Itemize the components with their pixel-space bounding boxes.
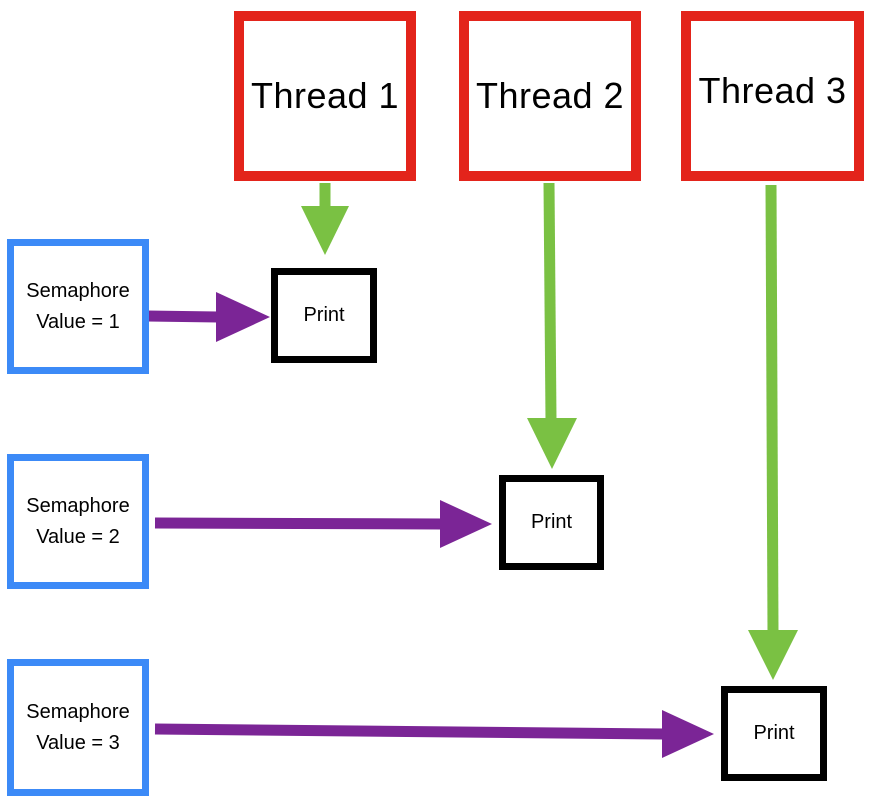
print-1-box: Print [271, 268, 377, 363]
thread-1-arrow [301, 183, 349, 255]
thread-3-arrow [748, 184, 798, 680]
print-3-label: Print [753, 722, 795, 744]
print-1-label: Print [303, 304, 345, 326]
thread-2-arrow [527, 182, 577, 469]
semaphore-2-box: Semaphore Value = 2 [7, 454, 149, 589]
semaphore-3-title: Semaphore [26, 700, 130, 723]
print-3-box: Print [721, 686, 827, 781]
semaphore-3-value: Value = 3 [36, 731, 120, 754]
semaphore-2-value: Value = 2 [36, 525, 120, 548]
semaphore-2-title: Semaphore [26, 494, 130, 517]
print-2-label: Print [530, 511, 573, 533]
thread-3-label: Thread 3 [698, 70, 847, 111]
semaphore-1-value: Value = 1 [36, 310, 120, 333]
print-2-box: Print [499, 475, 604, 570]
semaphore-1-title: Semaphore [26, 279, 130, 302]
semaphore-1-box: Semaphore Value = 1 [7, 239, 149, 374]
semaphore-1-arrow [146, 292, 270, 342]
semaphore-3-arrow [154, 710, 714, 758]
thread-2-box: Thread 2 [459, 11, 641, 181]
thread-3-box: Thread 3 [681, 11, 864, 181]
thread-2-label: Thread 2 [475, 75, 625, 116]
semaphore-2-arrow [154, 500, 492, 548]
thread-1-label: Thread 1 [250, 75, 400, 116]
thread-1-box: Thread 1 [234, 11, 416, 181]
semaphore-3-box: Semaphore Value = 3 [7, 659, 149, 796]
